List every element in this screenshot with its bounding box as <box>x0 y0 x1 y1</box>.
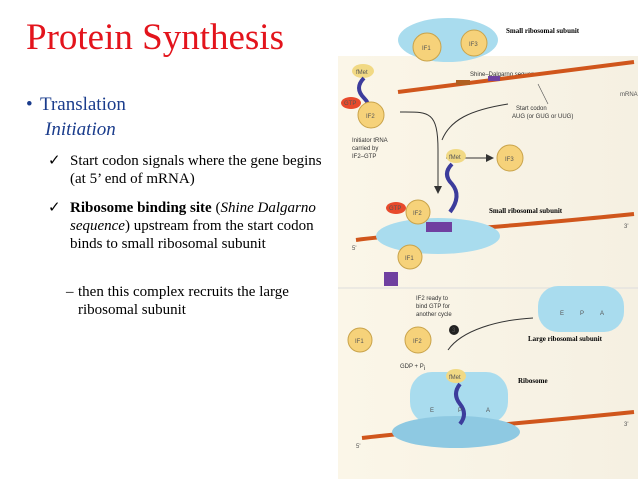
gtp-2-text: GTP <box>389 206 401 212</box>
point-text: Start codon signals where the gene begin… <box>70 153 322 187</box>
mrna-strand-1 <box>397 60 635 94</box>
if2-released-text: IF2 <box>413 339 422 345</box>
if2-factor-icon <box>357 101 385 129</box>
step-badge-icon <box>449 325 459 335</box>
ribosome-large-icon <box>410 372 508 424</box>
checkmark-icon: ✓ <box>48 200 61 216</box>
label-small-subunit-2: Small ribosomal subunit <box>489 207 563 215</box>
ready-annot1: IF2 ready to <box>416 296 449 302</box>
gtp-2-icon <box>386 202 406 214</box>
if2-released-icon <box>404 326 432 354</box>
if3-released-icon <box>496 144 524 172</box>
if1-2-icon <box>397 244 423 270</box>
if2-2-icon <box>405 199 431 225</box>
subpoint-text: then this complex recruits the large rib… <box>78 284 289 318</box>
point-text: Ribosome binding site (Shine Dalgarno se… <box>70 199 338 253</box>
translation-initiation-figure: IF1 IF3 Shine–Dalgarno sequence Start co… <box>338 18 638 479</box>
ribo-p-site: P <box>458 408 462 414</box>
dash-bullet: – <box>66 284 74 300</box>
large-p-site: P <box>580 311 584 317</box>
arrow-down-1 <box>399 111 439 190</box>
slide-title: Protein Synthesis <box>26 17 284 58</box>
if2-2-text: IF2 <box>413 211 422 217</box>
point-bold: Ribosome binding site <box>70 200 212 216</box>
ribosome-small-icon <box>392 416 520 448</box>
large-a-site: A <box>600 311 604 317</box>
mrna-tag: mRNA <box>620 92 638 98</box>
fmet-4-text: fMet <box>449 375 461 381</box>
five-prime-2: 5' <box>352 246 356 252</box>
point-italic: Shine Dalgarno sequence <box>70 200 316 234</box>
if1-factor-icon <box>412 32 442 62</box>
bullet-label: Translation <box>40 94 126 115</box>
large-e-site: E <box>560 311 564 317</box>
bullet-subheading: Initiation <box>45 119 116 140</box>
pointer-line <box>537 83 549 105</box>
gdp-sub: i <box>424 366 425 372</box>
if2-text: IF2 <box>366 114 375 120</box>
label-small-subunit-1: Small ribosomal subunit <box>506 27 580 35</box>
if3-factor-icon <box>460 29 488 57</box>
arrow-head-if3 <box>486 154 494 162</box>
panel-3: IF2 ready to bind GTP for another cycle … <box>338 272 638 372</box>
if1-released-text: IF1 <box>355 339 364 345</box>
label-ribosome: Ribosome <box>518 377 548 385</box>
trna-2-icon <box>445 162 459 214</box>
fmet-2-icon <box>446 149 466 163</box>
point-pre: ( <box>211 200 221 216</box>
codon-mark-2 <box>426 222 452 232</box>
five-prime-4: 5' <box>356 444 360 450</box>
if3-released-text: IF3 <box>505 157 514 163</box>
bullet-translation: • Translation <box>26 94 126 116</box>
panel-1: IF1 IF3 Shine–Dalgarno sequence Start co… <box>397 18 638 120</box>
panel-2: fMet GTP IF2 IF1 5' 3' <box>352 149 635 270</box>
point-start-codon: ✓ Start codon signals where the gene beg… <box>48 152 338 188</box>
arrow-merge-2 <box>447 317 534 351</box>
fmet-icon <box>352 64 374 78</box>
if1-2-text: IF1 <box>405 256 414 262</box>
fmet-2-text: fMet <box>449 155 461 161</box>
trna-annot3: IF2–GTP <box>352 154 376 160</box>
ribo-a-site: A <box>486 408 490 414</box>
if1-released-icon <box>347 327 373 353</box>
ready-annot3: another cycle <box>416 312 452 318</box>
sd-sequence-mark <box>456 80 470 85</box>
ready-annot2: bind GTP for <box>416 304 450 310</box>
fmet-4-icon <box>446 369 466 383</box>
gdp-annot: GDP + P <box>400 364 424 370</box>
if3-text: IF3 <box>469 42 478 48</box>
trna-complex: fMet GTP IF2 Initiator tRNA carried by I… <box>341 64 388 160</box>
ribo-e-site: E <box>430 408 434 414</box>
point-ribosome-binding-site: ✓ Ribosome binding site (Shine Dalgarno … <box>48 199 338 253</box>
three-prime-4: 3' <box>624 422 628 428</box>
trna-annot2: carried by <box>352 146 378 152</box>
point-post: ) upstream from the start codon binds to… <box>70 218 314 252</box>
arrow-head-1 <box>434 186 442 194</box>
arrow-merge <box>441 103 509 141</box>
large-subunit-icon <box>538 286 624 332</box>
checkmark-icon: ✓ <box>48 153 61 169</box>
if1-text: IF1 <box>422 46 431 52</box>
start-codon-annot2: AUG (or GUG or UUG) <box>512 114 573 120</box>
step-badge-text: 3 <box>452 328 456 334</box>
subpoint-large-subunit: – then this complex recruits the large r… <box>66 283 326 319</box>
trna-annot1: Initiator tRNA <box>352 138 388 144</box>
start-codon-annot: Start codon <box>516 106 547 112</box>
sd-annotation: Shine–Dalgarno sequence <box>470 72 541 78</box>
gtp-icon <box>341 97 361 109</box>
trna-4-icon <box>454 382 466 426</box>
start-codon-mark <box>488 76 500 81</box>
bullet-dot-icon: • <box>26 94 33 115</box>
trna-stub-icon <box>384 272 398 286</box>
panel-4: fMet E P A 5' 3' <box>356 369 635 450</box>
gtp-text: GTP <box>344 101 356 107</box>
three-prime-2: 3' <box>624 224 628 230</box>
fmet-text: fMet <box>356 70 368 76</box>
label-large-subunit: Large ribosomal subunit <box>528 335 603 343</box>
